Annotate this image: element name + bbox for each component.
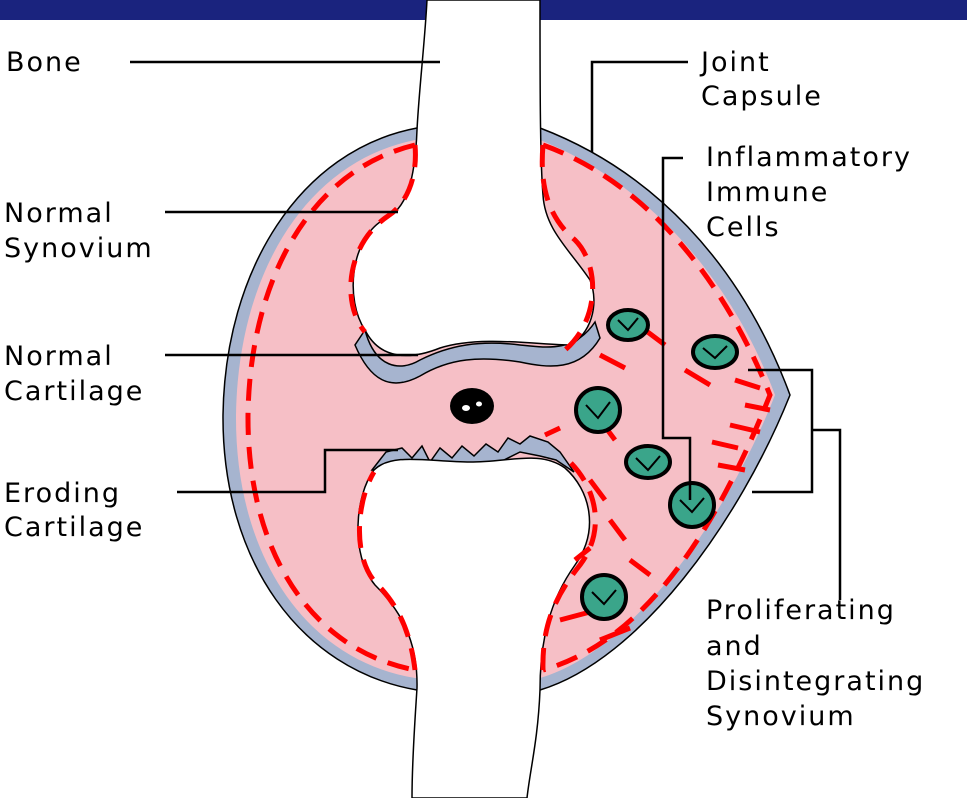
label-bone: Bone: [6, 46, 83, 80]
label-proliferating-line4: Synovium: [706, 700, 856, 734]
immune-cell-icon: [576, 388, 620, 432]
label-inflammatory-line3: Cells: [706, 211, 781, 245]
immune-cell-icon: [608, 310, 648, 340]
leader-joint-capsule: [592, 62, 688, 152]
immune-cell-icon: [626, 446, 670, 478]
label-normal-synovium-line1: Normal: [4, 197, 114, 231]
label-proliferating-line1: Proliferating: [706, 594, 896, 628]
immune-cell-icon: [670, 483, 714, 527]
label-eroding-cartilage-line1: Eroding: [4, 477, 121, 511]
label-normal-synovium-line2: Synovium: [4, 232, 154, 266]
label-eroding-cartilage-line2: Cartilage: [4, 511, 144, 545]
label-joint-capsule-line1: Joint: [701, 46, 771, 80]
leader-proliferating-synovium-2: [812, 430, 840, 600]
label-proliferating-line2: and: [706, 630, 763, 664]
label-inflammatory-line2: Immune: [706, 176, 829, 210]
label-proliferating-line3: Disintegrating: [706, 665, 925, 699]
label-inflammatory-line1: Inflammatory: [706, 141, 912, 175]
immune-cell-icon: [582, 575, 626, 619]
debris-icon: [450, 388, 494, 424]
label-joint-capsule-line2: Capsule: [701, 80, 823, 114]
immune-cell-icon: [693, 336, 737, 368]
label-normal-cartilage-line2: Cartilage: [4, 375, 144, 409]
label-normal-cartilage-line1: Normal: [4, 340, 114, 374]
